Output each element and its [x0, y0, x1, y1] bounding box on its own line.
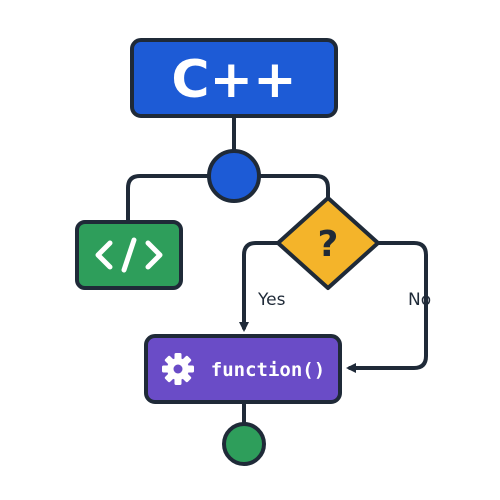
connector-junction-to-decision — [258, 174, 330, 200]
connector-yes-branch — [239, 241, 282, 332]
cpp-title-label: C++ — [171, 50, 296, 110]
function-label: function() — [211, 359, 325, 381]
code-box — [75, 220, 183, 290]
decision-node: ? — [276, 196, 380, 290]
branch-yes-label: Yes — [257, 290, 286, 310]
code-brackets-icon — [95, 237, 163, 273]
decision-label: ? — [318, 224, 339, 265]
branch-no-label: No — [408, 290, 431, 310]
function-box-shape — [144, 334, 342, 404]
decision-diamond-shape — [276, 196, 380, 290]
connector-no-branch — [346, 241, 428, 373]
function-box: function() — [144, 334, 342, 404]
connectors — [126, 114, 428, 426]
end-node — [222, 422, 266, 466]
cpp-title-box: C++ — [130, 38, 338, 118]
gear-icon — [162, 353, 194, 385]
cpp-title-box-shape — [130, 38, 338, 118]
junction-node — [207, 149, 261, 203]
connector-junction-to-code — [126, 174, 210, 224]
